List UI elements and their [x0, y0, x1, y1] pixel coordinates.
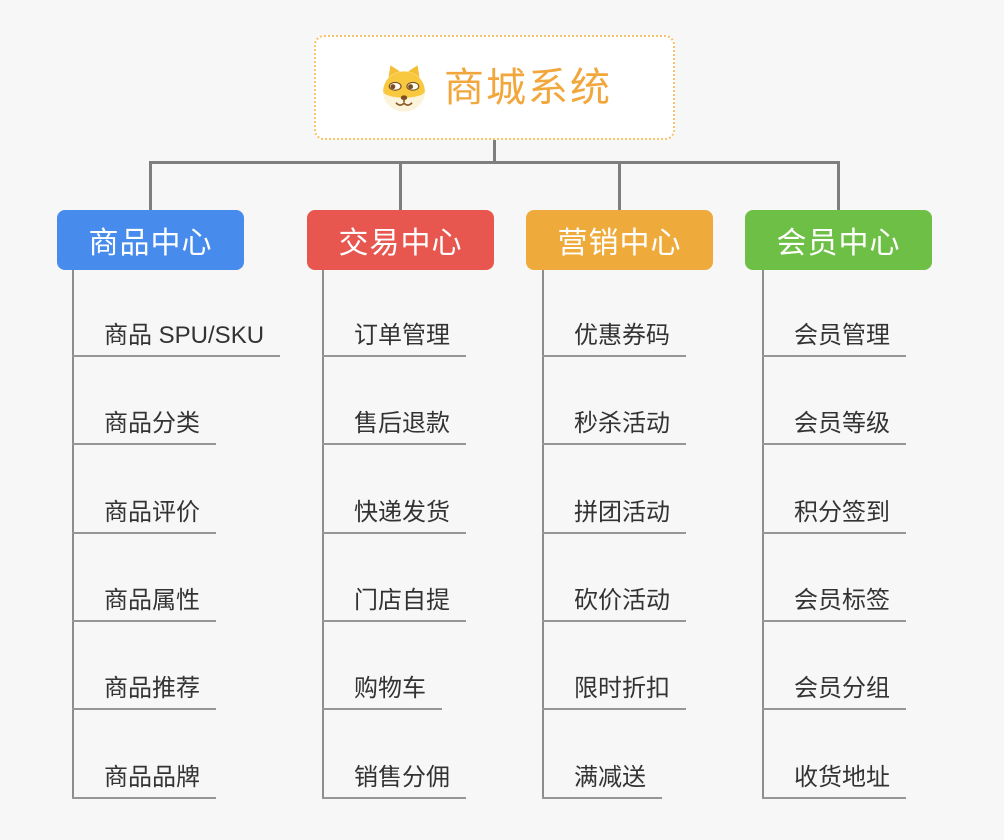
- leaf-node[interactable]: 商品 SPU/SKU: [72, 321, 281, 357]
- leaf-node[interactable]: 优惠券码: [542, 321, 686, 357]
- connector-drop-marketing: [618, 161, 621, 210]
- leaf-node[interactable]: 购物车: [322, 674, 442, 710]
- leaf-node[interactable]: 限时折扣: [542, 674, 686, 710]
- connector-spine-trade: [322, 270, 324, 799]
- branch-node-product-center[interactable]: 商品中心: [57, 210, 244, 270]
- root-node-mall-system[interactable]: 商城系统: [314, 35, 675, 140]
- leaf-node[interactable]: 订单管理: [322, 321, 466, 357]
- leaf-node[interactable]: 会员管理: [762, 321, 906, 357]
- connector-horizontal-bar: [149, 161, 840, 164]
- leaf-node[interactable]: 会员分组: [762, 674, 906, 710]
- connector-spine-product: [72, 270, 74, 799]
- leaf-node[interactable]: 商品分类: [72, 409, 216, 445]
- branch-node-marketing-center[interactable]: 营销中心: [526, 210, 713, 270]
- leaf-node[interactable]: 砍价活动: [542, 586, 686, 622]
- connector-spine-member: [762, 270, 764, 799]
- connector-drop-member: [837, 161, 840, 210]
- connector-root-stem: [493, 140, 496, 164]
- leaf-node[interactable]: 会员标签: [762, 586, 906, 622]
- leaf-node[interactable]: 快递发货: [322, 498, 466, 534]
- leaf-node[interactable]: 拼团活动: [542, 498, 686, 534]
- connector-spine-marketing: [542, 270, 544, 799]
- connector-drop-product: [149, 161, 152, 210]
- branch-node-trade-center[interactable]: 交易中心: [307, 210, 494, 270]
- branch-node-member-center[interactable]: 会员中心: [745, 210, 932, 270]
- leaf-node[interactable]: 秒杀活动: [542, 409, 686, 445]
- shiba-dog-icon: [382, 64, 426, 112]
- root-title: 商城系统: [444, 65, 612, 110]
- leaf-node[interactable]: 商品属性: [72, 586, 216, 622]
- leaf-node[interactable]: 门店自提: [322, 586, 466, 622]
- leaf-node[interactable]: 商品评价: [72, 498, 216, 534]
- leaf-node[interactable]: 商品推荐: [72, 674, 216, 710]
- leaf-node[interactable]: 售后退款: [322, 409, 466, 445]
- leaf-node[interactable]: 会员等级: [762, 409, 906, 445]
- leaf-node[interactable]: 积分签到: [762, 498, 906, 534]
- leaf-node[interactable]: 商品品牌: [72, 763, 216, 799]
- leaf-node[interactable]: 满减送: [542, 763, 662, 799]
- leaf-node[interactable]: 收货地址: [762, 763, 906, 799]
- leaf-node[interactable]: 销售分佣: [322, 763, 466, 799]
- connector-drop-trade: [399, 161, 402, 210]
